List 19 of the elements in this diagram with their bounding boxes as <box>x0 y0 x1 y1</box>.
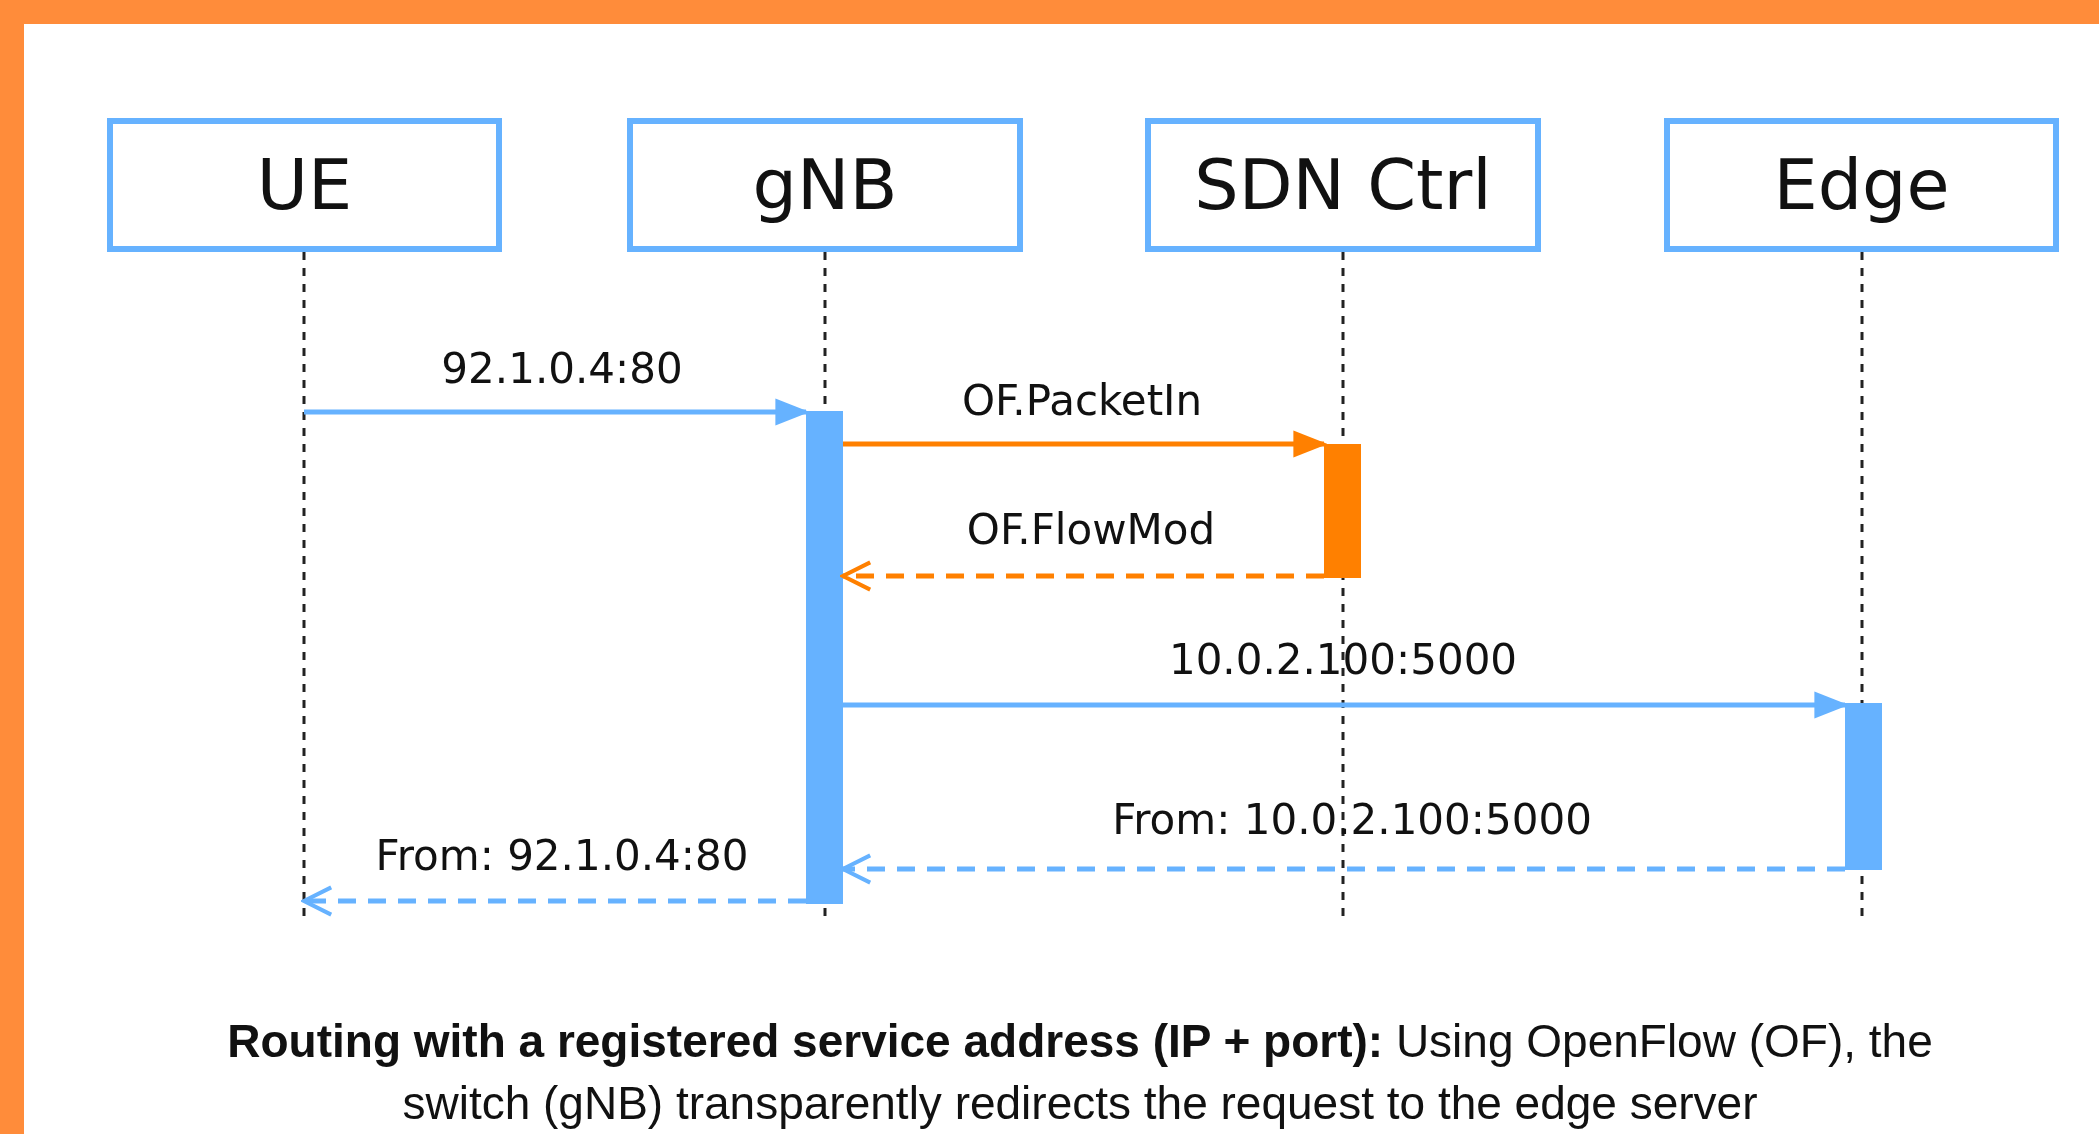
message-label: 10.0.2.100:5000 <box>1168 635 1518 684</box>
message-label: From: 92.1.0.4:80 <box>375 831 749 880</box>
activation-bar <box>1845 703 1882 870</box>
participant-name: gNB <box>752 144 898 226</box>
return-arrow <box>301 885 806 917</box>
message-label: OF.FlowMod <box>966 505 1216 554</box>
caption: Routing with a registered service address (IP + port): Using OpenFlow (OF), the switch (gNB) transparently redirects the request to the edge server <box>226 1014 1934 1131</box>
message-label: OF.PacketIn <box>961 376 1203 425</box>
return-arrow <box>840 560 1324 592</box>
message-arrow <box>843 430 1328 458</box>
activation-bar <box>806 411 843 904</box>
participant-name: UE <box>256 144 353 226</box>
participant-name: SDN Ctrl <box>1194 144 1492 226</box>
activation-bar <box>1324 444 1361 578</box>
message-label: From: 10.0.2.100:5000 <box>1112 795 1592 844</box>
return-arrow <box>840 853 1845 885</box>
message-arrow <box>304 398 810 426</box>
message-label: 92.1.0.4:80 <box>441 344 683 393</box>
participant-name: Edge <box>1773 144 1950 226</box>
